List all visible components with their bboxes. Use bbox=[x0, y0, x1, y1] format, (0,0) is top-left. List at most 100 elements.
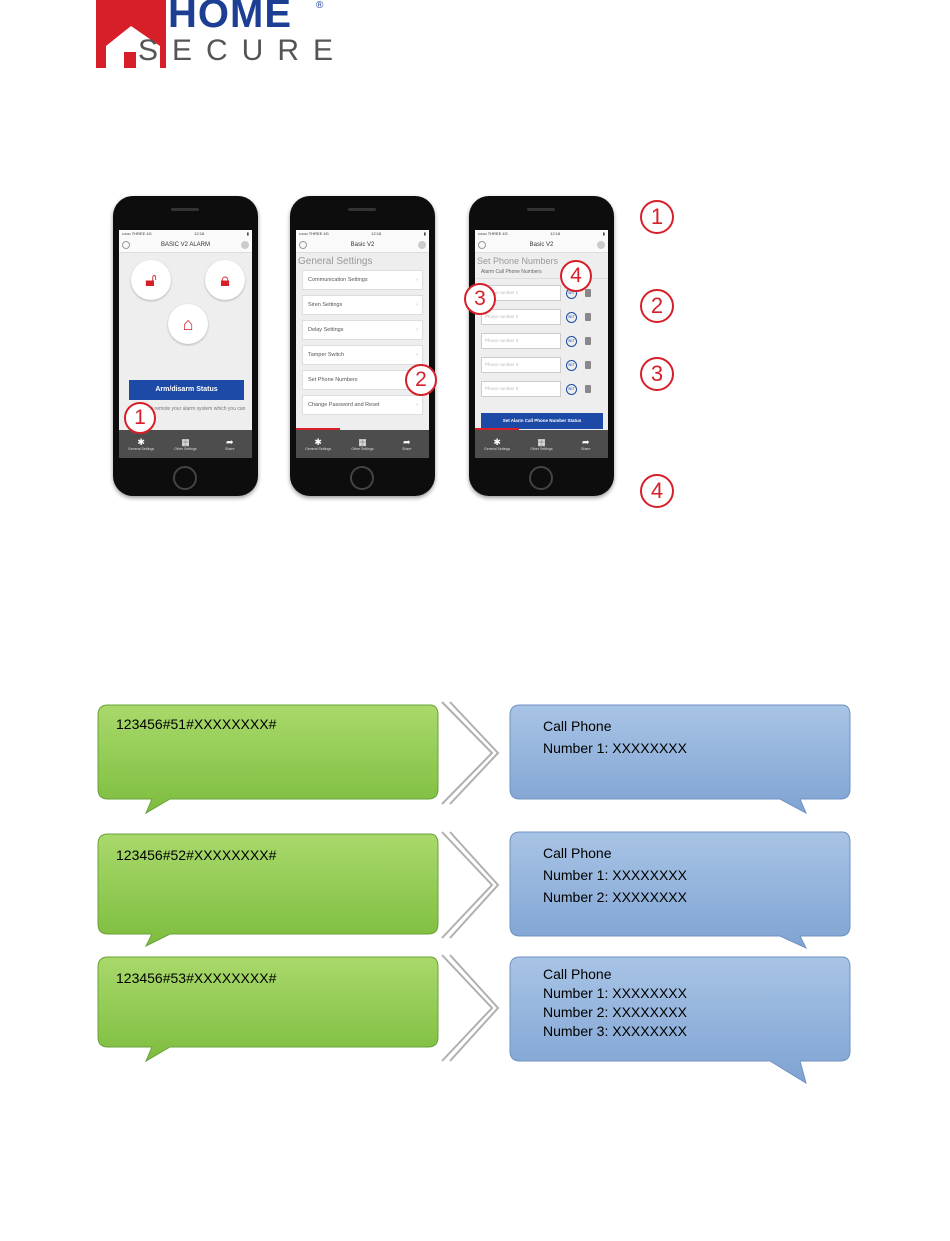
arrow-chevron-icon bbox=[441, 701, 500, 805]
phone-number-5-input[interactable]: Phone number 5 bbox=[481, 381, 561, 397]
phone-number-row: Phone number 4 SET bbox=[481, 355, 608, 375]
grid-icon: ▦ bbox=[537, 437, 546, 447]
callout-4-on-phone: 4 bbox=[560, 260, 592, 292]
nav-bar: Basic V2 bbox=[296, 238, 429, 253]
tab-share[interactable]: ➦Share bbox=[566, 437, 606, 451]
tab-share[interactable]: ➦Share bbox=[387, 437, 427, 451]
menu-icon[interactable] bbox=[241, 241, 249, 249]
reply-line: Call Phone bbox=[543, 718, 612, 734]
tab-general-settings[interactable]: ✱General Settings bbox=[298, 437, 338, 451]
arrow-chevron-icon bbox=[441, 954, 500, 1062]
set-button[interactable]: SET bbox=[566, 359, 577, 371]
sms-reply-bubble: Call Phone Number 1: XXXXXXXX Number 2: … bbox=[508, 830, 854, 950]
phone-number-row: Phone number 2 SET bbox=[481, 307, 608, 327]
carrier-text: •••oo THREE 4G bbox=[299, 231, 329, 236]
tab-general-settings[interactable]: ✱General Settings bbox=[121, 437, 161, 451]
settings-item-tamper[interactable]: Tamper Switch bbox=[302, 345, 423, 365]
settings-item-siren[interactable]: Siren Settings bbox=[302, 295, 423, 315]
sms-reply-bubble: Call Phone Number 1: XXXXXXXX bbox=[508, 703, 854, 815]
sms-command-bubble: 123456#51#XXXXXXXX# bbox=[96, 703, 442, 815]
callout-4-side: 4 bbox=[640, 474, 674, 508]
phone-number-4-input[interactable]: Phone number 4 bbox=[481, 357, 561, 373]
tab-bar: ✱General Settings ▦Other Settings ➦Share bbox=[475, 430, 608, 458]
settings-item-delay[interactable]: Delay Settings bbox=[302, 320, 423, 340]
settings-item-password[interactable]: Change Password and Reset bbox=[302, 395, 423, 415]
reply-line: Number 1: XXXXXXXX bbox=[543, 740, 687, 756]
green-bubble-shape bbox=[97, 704, 439, 815]
settings-item-communication[interactable]: Communication Settings bbox=[302, 270, 423, 290]
screen-title: BASIC V2 ALARM bbox=[160, 242, 211, 248]
logo-home-text: HOME bbox=[168, 0, 292, 36]
clock-text: 12:18 bbox=[371, 231, 382, 236]
tab-bar: ✱General Settings ▦Other Settings ➦Share bbox=[296, 430, 429, 458]
set-button[interactable]: SET bbox=[566, 311, 577, 323]
lock-icon[interactable]: 🔒︎ bbox=[205, 260, 245, 300]
nav-bar: Basic V2 bbox=[475, 238, 608, 253]
tab-share[interactable]: ➦Share bbox=[210, 437, 250, 451]
sms-command-text: 123456#53#XXXXXXXX# bbox=[116, 970, 277, 986]
sms-command-bubble: 123456#52#XXXXXXXX# bbox=[96, 832, 442, 948]
phone-home-button bbox=[529, 466, 553, 490]
active-tab-indicator bbox=[475, 428, 519, 430]
phone-number-2-input[interactable]: Phone number 2 bbox=[481, 309, 561, 325]
clock-text: 12:18 bbox=[194, 231, 205, 236]
status-bar: •••oo THREE 4G 12:18 ▮ bbox=[475, 230, 608, 238]
gear-icon: ✱ bbox=[314, 437, 322, 447]
tab-bar: ✱General Settings ▦Other Settings ➦Share bbox=[119, 430, 252, 458]
status-bar: •••oo THREE 4G 12:18 ▮ bbox=[296, 230, 429, 238]
callout-2-on-phone: 2 bbox=[405, 364, 437, 396]
trash-icon[interactable] bbox=[585, 289, 591, 297]
phone-number-3-input[interactable]: Phone number 3 bbox=[481, 333, 561, 349]
carrier-text: •••oo THREE 4G bbox=[122, 231, 152, 236]
home-arm-icon[interactable]: ⌂ bbox=[168, 304, 208, 344]
phone-numbers-heading: Set Phone Numbers bbox=[477, 256, 559, 266]
callout-1-side: 1 bbox=[640, 200, 674, 234]
reply-line: Number 1: XXXXXXXX bbox=[543, 985, 687, 1001]
back-icon[interactable] bbox=[478, 241, 486, 249]
sms-reply-bubble: Call Phone Number 1: XXXXXXXX Number 2: … bbox=[508, 955, 854, 1085]
green-bubble-shape bbox=[97, 956, 439, 1063]
green-bubble-shape bbox=[97, 833, 439, 948]
phone-number-1-input[interactable]: Phone number 1 bbox=[481, 285, 561, 301]
trash-icon[interactable] bbox=[585, 313, 591, 321]
back-icon[interactable] bbox=[122, 241, 130, 249]
tab-other-settings[interactable]: ▦Other Settings bbox=[521, 437, 561, 451]
blue-bubble-shape bbox=[509, 956, 851, 1085]
trash-icon[interactable] bbox=[585, 385, 591, 393]
share-icon: ➦ bbox=[403, 437, 411, 447]
callout-2-side: 2 bbox=[640, 289, 674, 323]
tab-other-settings[interactable]: ▦Other Settings bbox=[165, 437, 205, 451]
phone-general-settings: •••oo THREE 4G 12:18 ▮ Basic V2 General … bbox=[290, 196, 435, 496]
set-alarm-call-status-button[interactable]: Set Alarm Call Phone Number Status bbox=[481, 413, 603, 429]
clock-text: 12:18 bbox=[550, 231, 561, 236]
set-button[interactable]: SET bbox=[566, 383, 577, 395]
callout-3-on-phone: 3 bbox=[464, 283, 496, 315]
callout-1-on-phone: 1 bbox=[124, 402, 156, 434]
battery-icon: ▮ bbox=[246, 231, 249, 236]
settings-item-phone-numbers[interactable]: Set Phone Numbers bbox=[302, 370, 423, 390]
menu-icon[interactable] bbox=[418, 241, 426, 249]
reply-line: Number 1: XXXXXXXX bbox=[543, 867, 687, 883]
phone-alarm-home: •••oo THREE 4G 12:18 ▮ BASIC V2 ALARM 🔓︎… bbox=[113, 196, 258, 496]
reply-line: Number 3: XXXXXXXX bbox=[543, 1023, 687, 1039]
phone-speaker bbox=[348, 208, 376, 211]
callout-3-side: 3 bbox=[640, 357, 674, 391]
share-icon: ➦ bbox=[582, 437, 590, 447]
tab-general-settings[interactable]: ✱General Settings bbox=[477, 437, 517, 451]
trash-icon[interactable] bbox=[585, 361, 591, 369]
phone-home-button bbox=[350, 466, 374, 490]
grid-icon: ▦ bbox=[358, 437, 367, 447]
menu-icon[interactable] bbox=[597, 241, 605, 249]
arm-disarm-status-button[interactable]: Arm/disarm Status bbox=[129, 380, 244, 400]
trash-icon[interactable] bbox=[585, 337, 591, 345]
battery-icon: ▮ bbox=[423, 231, 426, 236]
set-button[interactable]: SET bbox=[566, 335, 577, 347]
carrier-text: •••oo THREE 4G bbox=[478, 231, 508, 236]
arrow-chevron-icon bbox=[441, 831, 500, 939]
phone-screen: •••oo THREE 4G 12:18 ▮ Basic V2 General … bbox=[296, 230, 429, 458]
back-icon[interactable] bbox=[299, 241, 307, 249]
reply-line: Call Phone bbox=[543, 966, 612, 982]
tab-other-settings[interactable]: ▦Other Settings bbox=[342, 437, 382, 451]
unlock-icon[interactable]: 🔓︎ bbox=[131, 260, 171, 300]
phone-speaker bbox=[171, 208, 199, 211]
